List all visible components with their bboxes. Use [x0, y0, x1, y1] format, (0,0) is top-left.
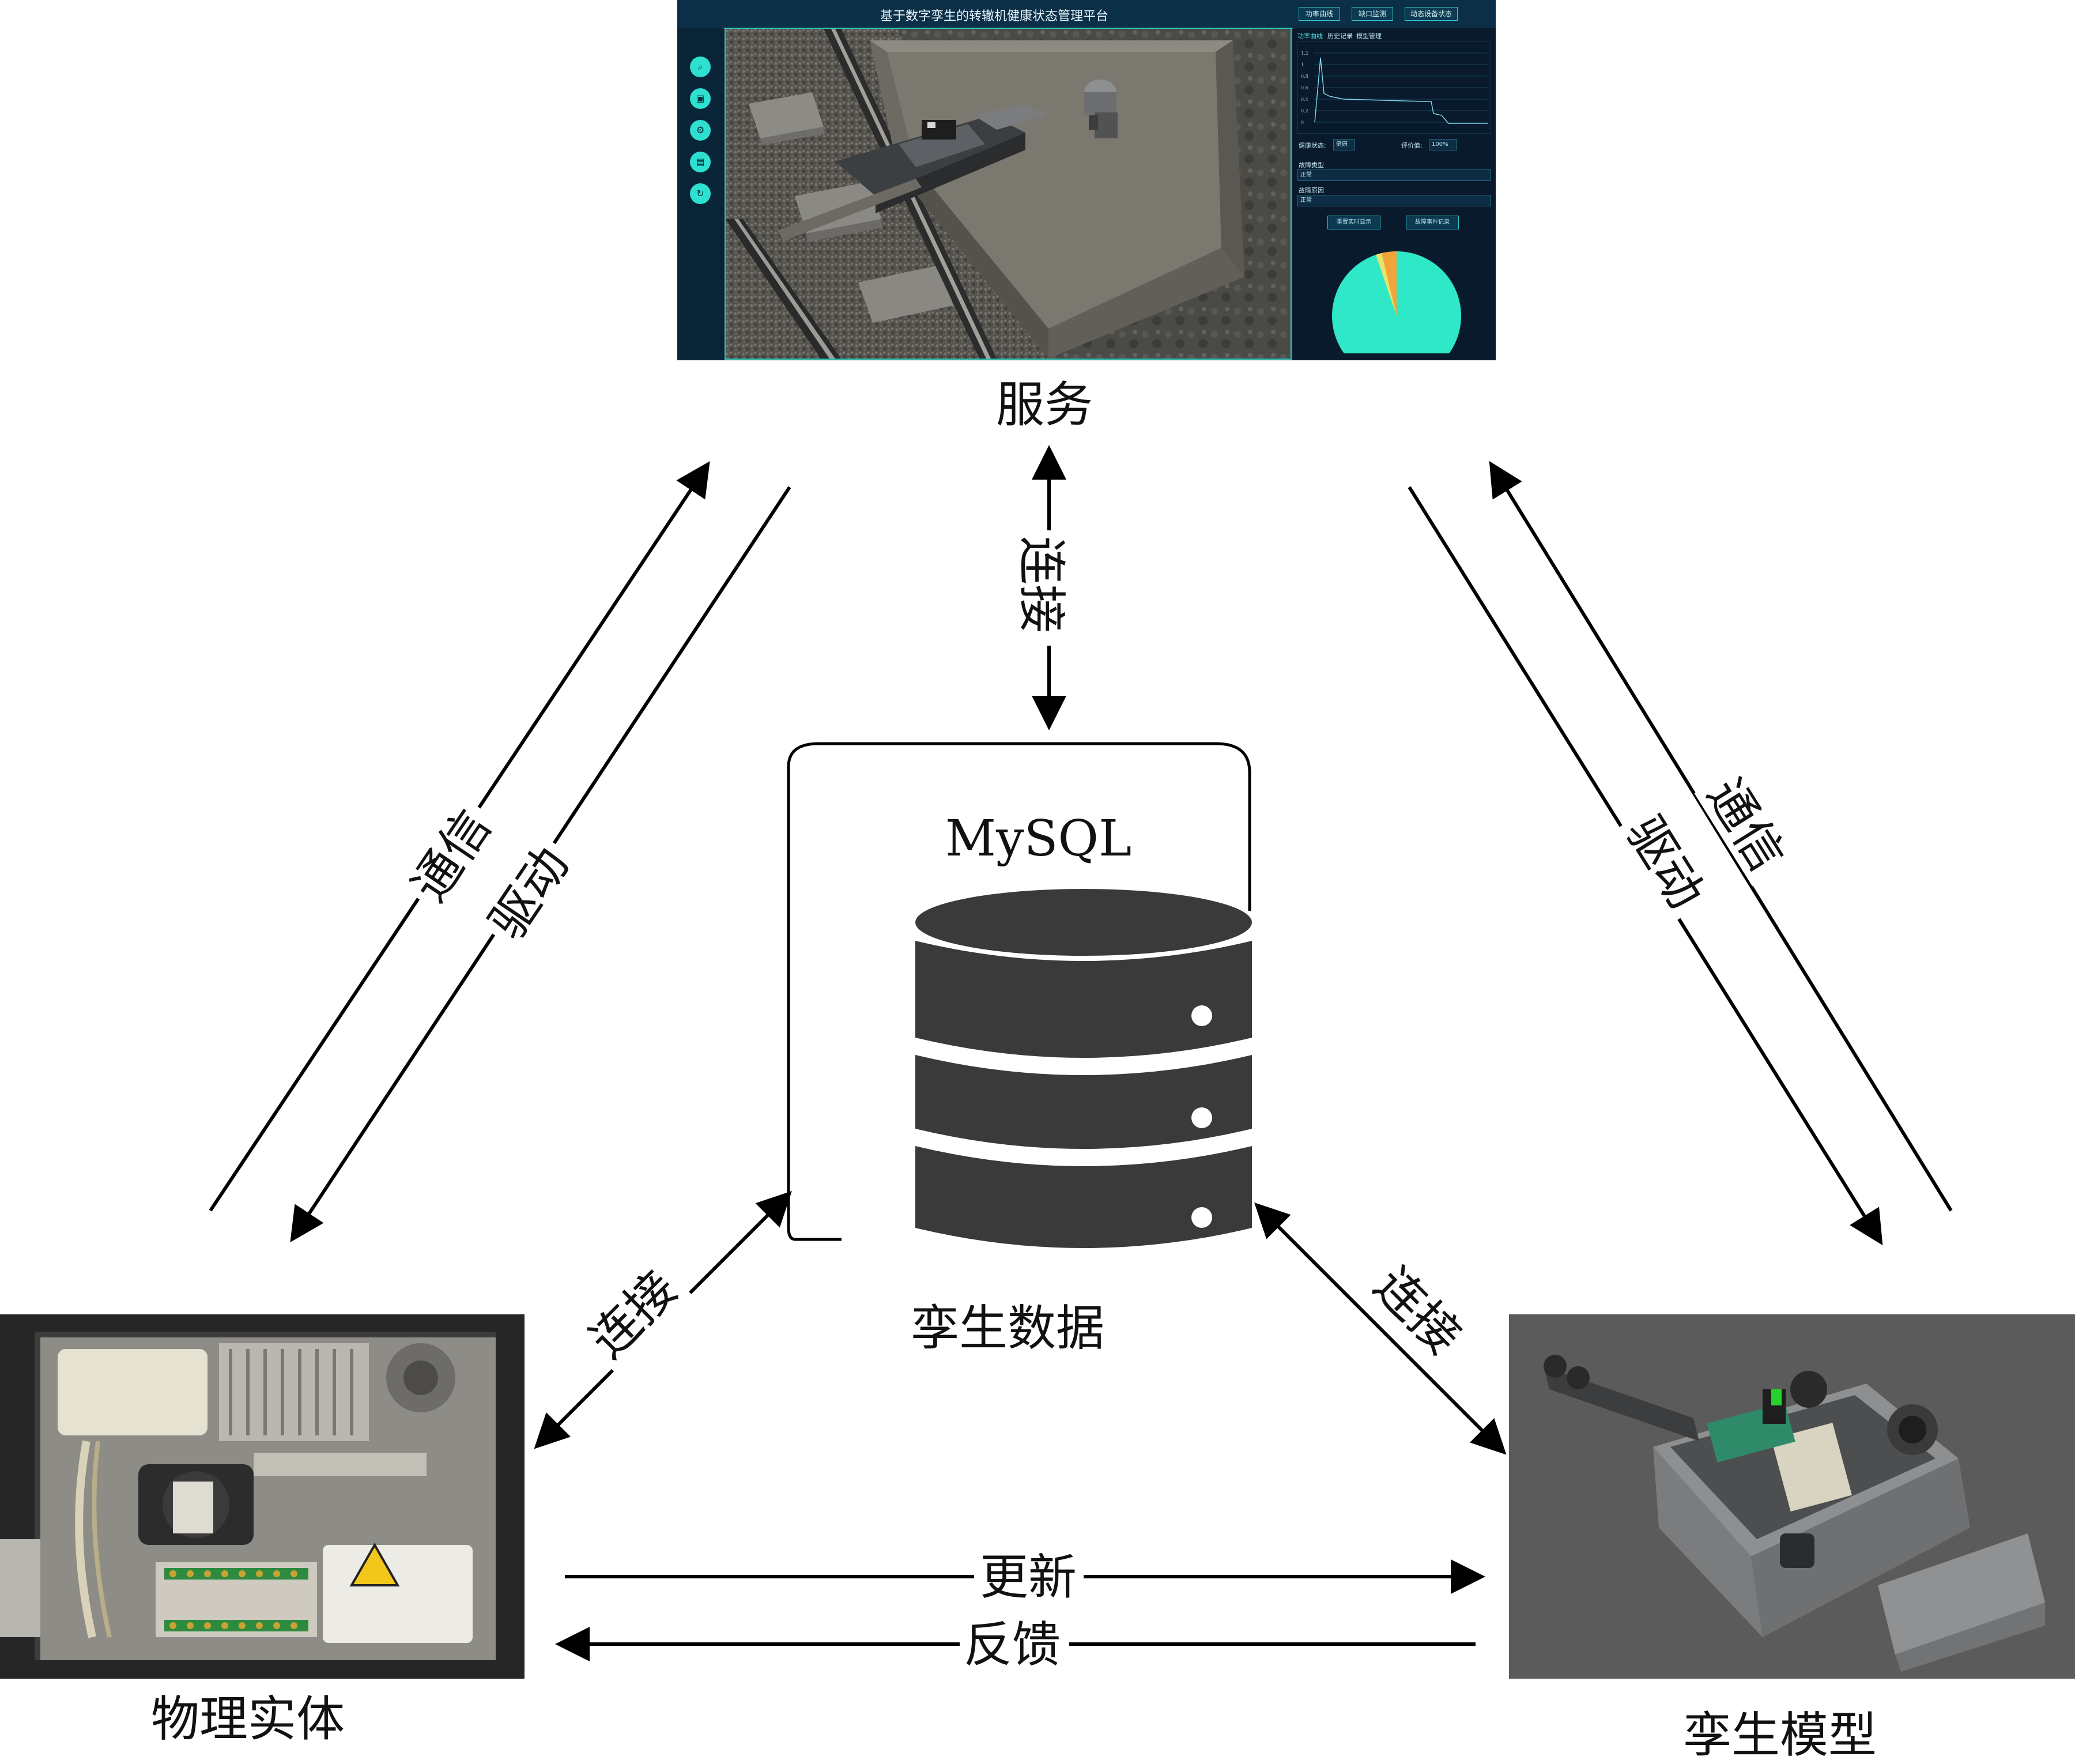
warning-sign-icon [349, 1542, 400, 1586]
comm-arrow-right [1489, 461, 1953, 1212]
physical-entity-photo [0, 1314, 525, 1679]
tick-y: 0.4 [1301, 97, 1308, 102]
pie-slice-fault [1382, 251, 1397, 316]
tick-y: 0.2 [1301, 108, 1308, 114]
service-platform-screenshot: 基于数字孪生的转辙机健康状态管理平台 功率曲线 缺口监测 动态设备状态 ⌕ ▣ … [677, 0, 1496, 360]
pie-slice-minor [1376, 253, 1397, 316]
model-terminal-block [1771, 1422, 1852, 1512]
service-caption: 服务 [996, 376, 1093, 433]
tick-y: 1 [1301, 62, 1304, 67]
tick-y: 1.2 [1301, 51, 1308, 56]
motor-cap [58, 1349, 207, 1435]
health-value: 健康 [1333, 139, 1355, 150]
fault-type-value: 正常 [1297, 169, 1491, 181]
tab-history[interactable]: 历史记录 [1327, 32, 1353, 40]
health-label: 健康状态: [1299, 142, 1326, 149]
physical-entity-caption: 物理实体 [151, 1691, 345, 1747]
fault-type-label: 故障类型 [1299, 161, 1324, 169]
platform-title: 基于数字孪生的转辙机健康状态管理平台 [880, 9, 1108, 24]
platform-sidebar: ⌕ ▣ ⚙ ▤ ↻ [677, 28, 723, 360]
platform-title-bar: 基于数字孪生的转辙机健康状态管理平台 功率曲线 缺口监测 动态设备状态 [677, 0, 1496, 29]
refresh-icon[interactable]: ↻ [690, 183, 711, 204]
score-value: 100% [1429, 139, 1457, 150]
health-pie-chart [1316, 251, 1477, 360]
gear-icon[interactable]: ⚙ [690, 120, 711, 141]
search-icon[interactable]: ⌕ [690, 56, 711, 77]
reset-display-button[interactable]: 重置实时显示 [1327, 216, 1380, 229]
power-curve-button[interactable]: 功率曲线 [1299, 7, 1340, 21]
twin-data-caption: 孪生数据 [911, 1300, 1105, 1356]
mysql-label: MySQL [945, 810, 1132, 868]
database-node [787, 742, 1252, 1248]
fault-cause-label: 故障原因 [1299, 187, 1324, 194]
tab-power-curve[interactable]: 功率曲线 [1297, 32, 1323, 40]
rail-switch-scene [726, 29, 1291, 359]
tick-y: 0.8 [1301, 74, 1308, 79]
connect-label-top: 连接 [1013, 536, 1070, 633]
device-status-button[interactable]: 动态设备状态 [1405, 7, 1458, 21]
db-indicator-light [1191, 1005, 1212, 1026]
feedback-label: 反馈 [964, 1616, 1061, 1673]
fault-record-button[interactable]: 故障事件记录 [1406, 216, 1459, 229]
status-led [1771, 1389, 1782, 1405]
fault-cause-value: 正常 [1297, 195, 1491, 206]
gap-monitor-button[interactable]: 缺口监测 [1352, 7, 1393, 21]
power-curve-chart: 1.2 1 0.8 0.6 0.4 0.2 0 [1297, 42, 1491, 134]
image-icon[interactable]: ▤ [690, 152, 711, 172]
power-curve-line [1314, 57, 1488, 124]
db-indicator-light [1191, 1107, 1212, 1128]
twin-model-render [1509, 1314, 2075, 1679]
tick-y: 0 [1301, 120, 1304, 125]
platform-3d-scene[interactable] [725, 28, 1292, 360]
score-label: 评价值: [1401, 142, 1423, 149]
tab-model[interactable]: 模型管理 [1356, 32, 1382, 40]
connect-arrow-right [1254, 1203, 1507, 1455]
lock-icon[interactable]: ▣ [690, 88, 711, 109]
twin-model-caption: 孪生模型 [1683, 1707, 1877, 1763]
db-indicator-light [1191, 1207, 1212, 1228]
database-cylinder-icon [915, 889, 1252, 1248]
update-label: 更新 [980, 1549, 1077, 1605]
platform-info-panel: 功率曲线 历史记录 模型管理 1.2 1 0.8 0.6 0.4 0.2 0 健… [1293, 28, 1496, 360]
tick-y: 0.6 [1301, 85, 1308, 91]
